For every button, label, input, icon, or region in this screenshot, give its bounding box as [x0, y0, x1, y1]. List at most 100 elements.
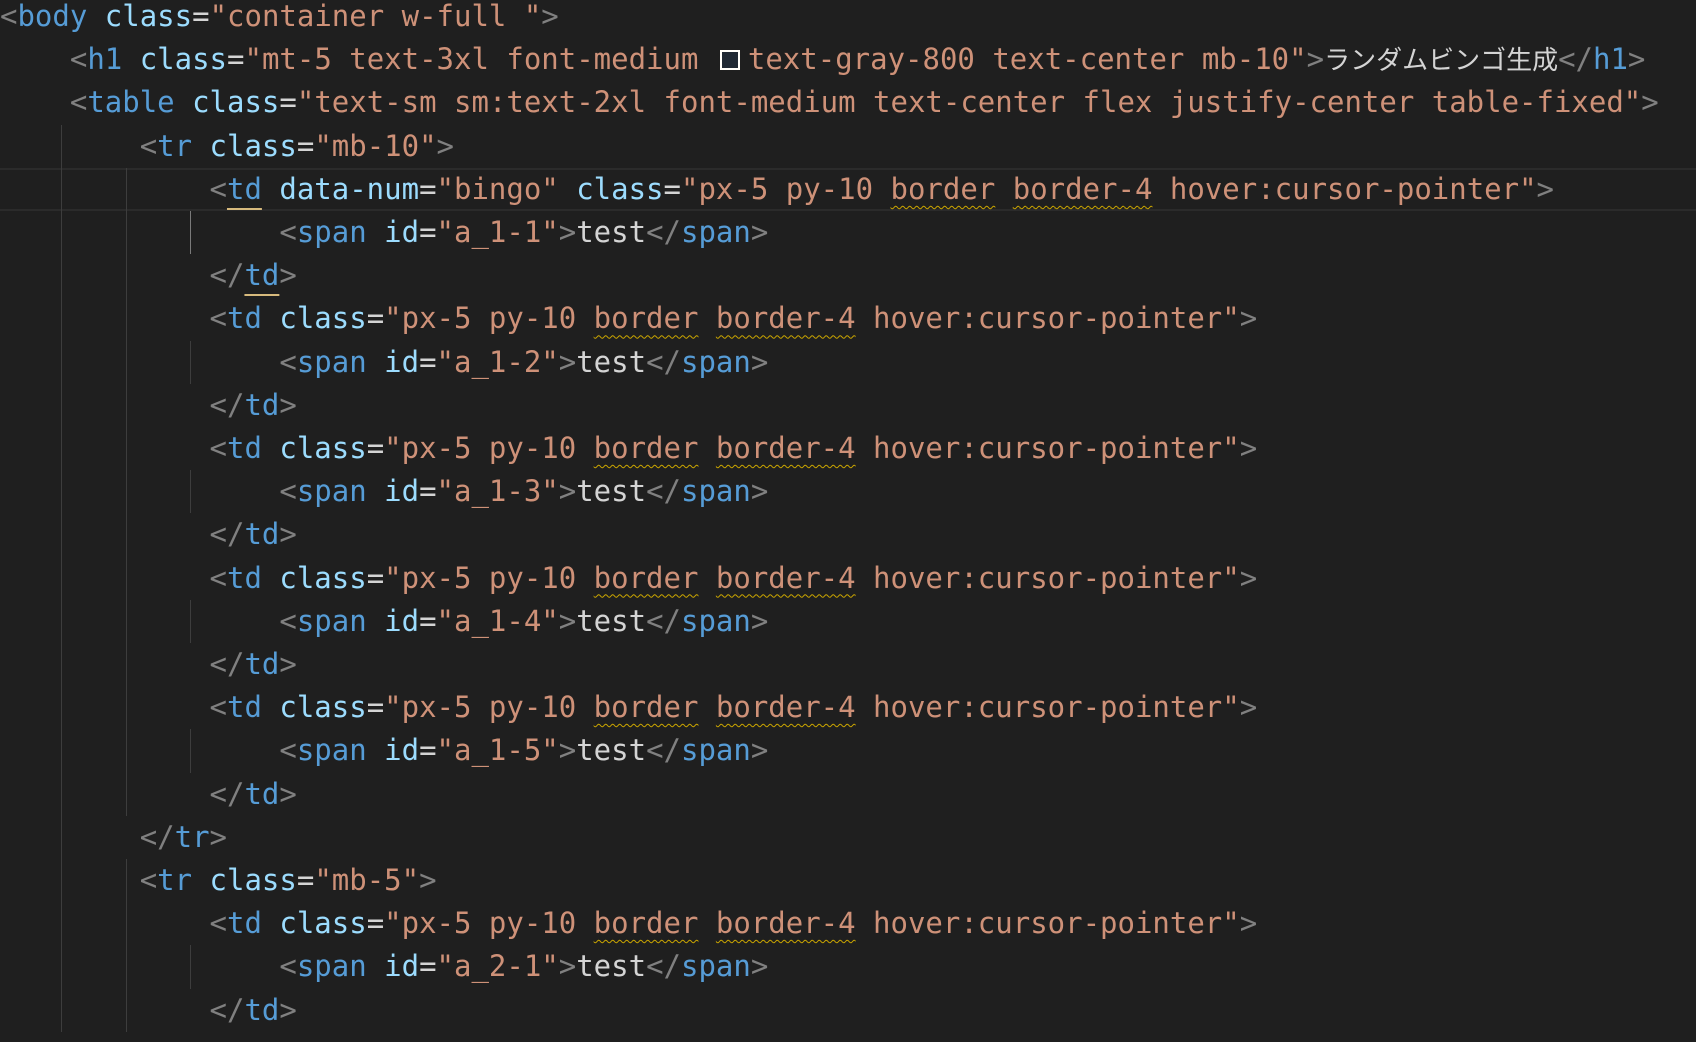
code-string: hover:cursor-pointer" [855, 560, 1240, 595]
code-text [262, 690, 279, 724]
code-text [559, 172, 576, 206]
code-attribute-name: class [279, 690, 367, 725]
code-line-current[interactable]: <td data-num="bingo" class="px-5 py-10 b… [0, 167, 1696, 211]
code-string: "mb-10" [314, 128, 437, 163]
code-string [698, 561, 715, 595]
code-bracket: > [436, 128, 455, 163]
code-tag-name: td [226, 560, 262, 595]
code-string: "bingo" [436, 171, 559, 206]
code-attribute-name: class [279, 560, 367, 595]
indent-guide [190, 599, 191, 643]
code-string-warning: border-4 [715, 560, 856, 595]
indent-guide [190, 470, 191, 514]
code-string: hover:cursor-pointer" [1152, 171, 1537, 206]
code-bracket: </ [209, 647, 245, 681]
code-line[interactable]: <td class="px-5 py-10 border border-4 ho… [0, 297, 1258, 340]
code-line[interactable]: </td> [0, 773, 297, 816]
code-string: "a_1-4" [436, 603, 559, 638]
code-tag-name: span [680, 215, 751, 249]
code-string: hover:cursor-pointer" [855, 690, 1240, 725]
code-bracket: > [750, 733, 769, 768]
code-bracket: </ [646, 474, 681, 509]
code-string [698, 431, 715, 465]
code-indent [0, 647, 210, 681]
code-string: "a_1-3" [436, 474, 559, 509]
code-text [367, 345, 384, 379]
code-line[interactable]: </td> [0, 989, 297, 1032]
code-tag-name: td [244, 776, 280, 811]
code-line[interactable]: <h1 class="mt-5 text-3xl font-medium tex… [0, 38, 1646, 81]
code-attribute-name: class [104, 0, 193, 33]
code-bracket: </ [209, 517, 245, 552]
code-tag-name: td [244, 992, 280, 1027]
code-indent [0, 733, 279, 767]
code-line[interactable]: <span id="a_1-1">test</span> [0, 211, 768, 254]
code-equals: = [366, 906, 385, 941]
code-tag-name: td [244, 258, 280, 293]
code-text [262, 172, 279, 206]
code-bracket: > [558, 474, 577, 509]
code-string [995, 172, 1012, 206]
code-bracket: < [279, 474, 297, 509]
code-string-warning: border-4 [715, 431, 856, 465]
code-line[interactable]: <span id="a_1-5">test</span> [0, 729, 768, 772]
code-text [87, 0, 104, 33]
code-bracket: > [1239, 560, 1258, 595]
code-line[interactable]: </td> [0, 384, 297, 427]
code-bracket: > [750, 215, 769, 249]
code-bracket: < [0, 0, 18, 33]
code-bracket: </ [209, 258, 245, 293]
code-bracket: < [209, 431, 227, 465]
code-bracket: </ [646, 603, 681, 638]
code-line[interactable]: </td> [0, 643, 297, 686]
code-equals: = [366, 431, 385, 465]
code-bracket: </ [209, 776, 245, 811]
code-string: text-gray-800 text-center mb-10" [747, 42, 1307, 77]
code-bracket: > [279, 776, 297, 811]
color-swatch-icon[interactable] [719, 50, 740, 71]
code-line[interactable]: </tr> [0, 816, 227, 859]
code-equals: = [227, 42, 245, 77]
code-text [192, 863, 209, 897]
code-equals: = [419, 949, 437, 984]
code-line[interactable]: <tr class="mb-10"> [0, 125, 454, 168]
code-tag-name: span [296, 344, 367, 379]
code-equals: = [419, 733, 437, 768]
code-bracket: < [279, 949, 297, 984]
code-line[interactable]: <body class="container w-full "> [0, 0, 559, 38]
code-tag-name: td [226, 906, 262, 941]
code-tag-name: span [680, 733, 751, 768]
code-indent [0, 690, 210, 724]
code-line[interactable]: <span id="a_1-3">test</span> [0, 470, 768, 513]
code-indent [0, 388, 210, 422]
code-line[interactable]: </td> [0, 513, 297, 556]
code-line[interactable]: <span id="a_1-4">test</span> [0, 600, 768, 643]
code-attribute-name: class [209, 128, 297, 163]
code-line[interactable]: <table class="text-sm sm:text-2xl font-m… [0, 81, 1659, 124]
code-line[interactable]: <td class="px-5 py-10 border border-4 ho… [0, 686, 1258, 729]
code-line[interactable]: <span id="a_2-1">test</span> [0, 945, 768, 988]
code-bracket: > [209, 819, 227, 854]
code-attribute-name: class [192, 85, 280, 120]
code-bracket: > [279, 517, 297, 552]
code-line[interactable]: <tr class="mb-5"> [0, 859, 437, 902]
indent-guide [190, 211, 191, 255]
code-line[interactable]: <td class="px-5 py-10 border border-4 ho… [0, 902, 1258, 945]
code-string: "text-sm sm:text-2xl font-medium text-ce… [296, 85, 1642, 120]
code-string-warning: border [593, 301, 699, 336]
code-line[interactable]: <td class="px-5 py-10 border border-4 ho… [0, 557, 1258, 600]
code-line[interactable]: <span id="a_1-2">test</span> [0, 341, 768, 384]
code-string [698, 906, 715, 940]
code-string: "a_2-1" [436, 949, 559, 984]
code-text [122, 42, 139, 76]
code-line[interactable]: <td class="px-5 py-10 border border-4 ho… [0, 427, 1258, 470]
code-string-warning: border [890, 171, 996, 206]
code-bracket: > [750, 344, 769, 379]
code-bracket: </ [646, 733, 681, 768]
code-line[interactable]: </td> [0, 254, 297, 297]
code-tag-name: td [244, 517, 280, 552]
code-text: test [576, 603, 647, 638]
code-attribute-name: id [384, 344, 420, 379]
code-text [367, 733, 384, 767]
